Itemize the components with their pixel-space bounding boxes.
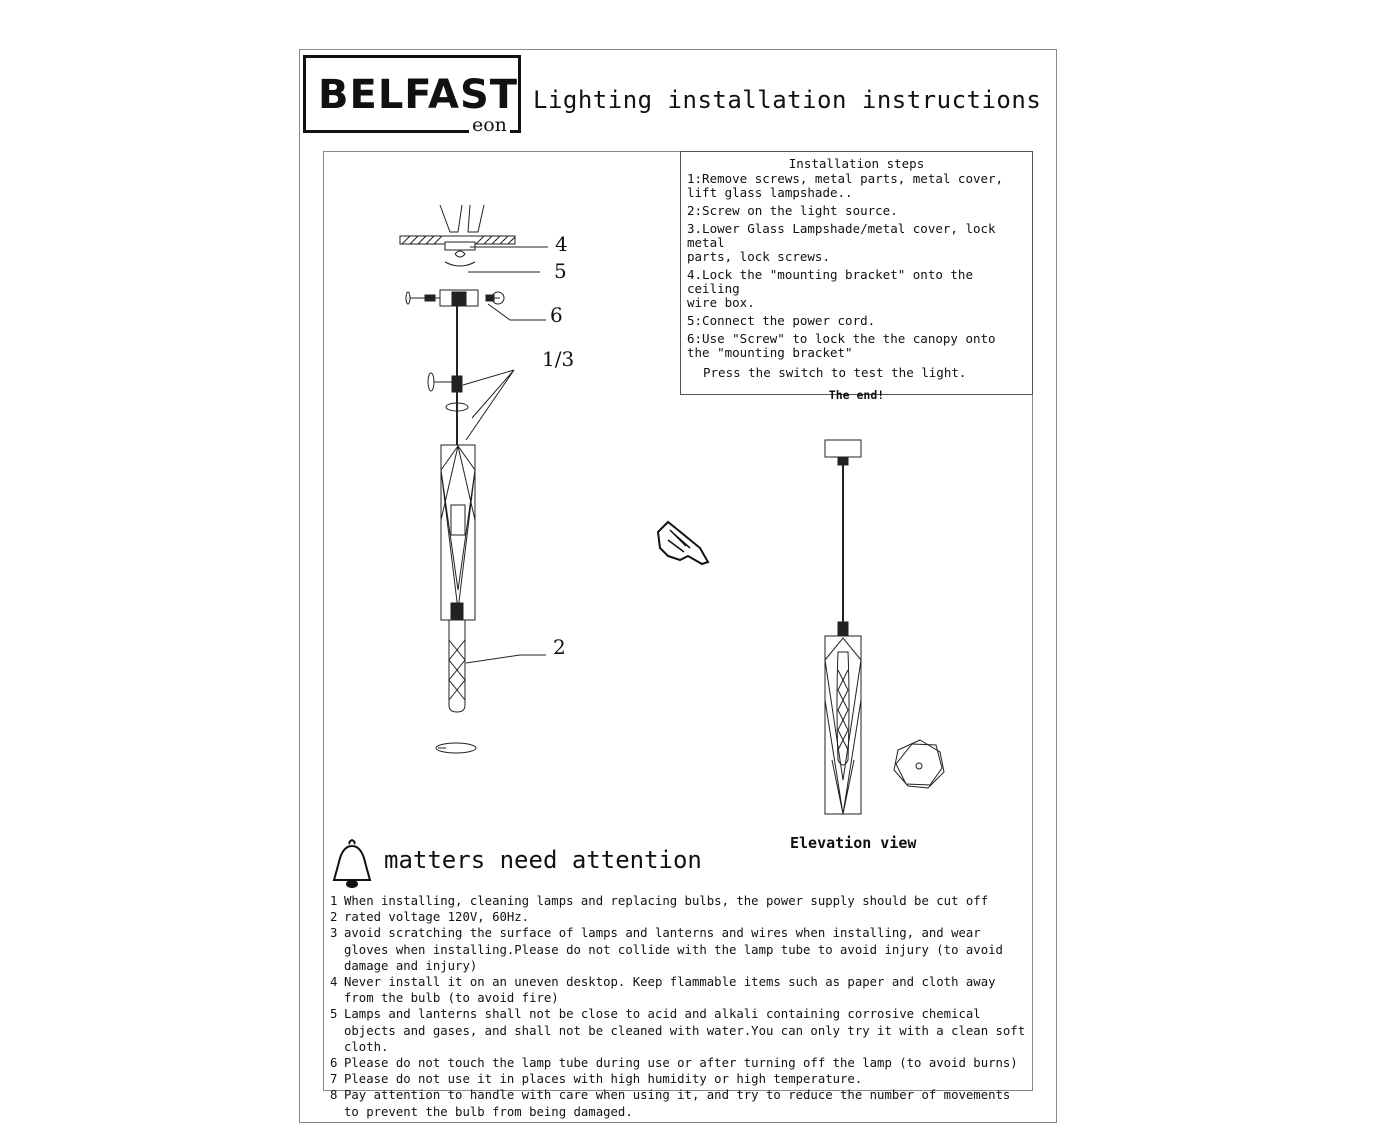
step-item: 1:Remove screws, metal parts, metal cove… <box>687 171 1004 200</box>
note-text: Lamps and lanterns shall not be close to… <box>344 1007 1026 1054</box>
list-item: 1 When installing, cleaning lamps and rep… <box>330 893 1030 909</box>
note-text: Never install it on an uneven desktop. K… <box>344 975 996 1006</box>
note-text: avoid scratching the surface of lamps an… <box>344 926 1003 973</box>
document-title: Lighting installation instructions <box>533 86 1042 114</box>
note-number: 2 <box>330 910 338 925</box>
note-number: 3 <box>330 926 338 941</box>
steps-heading: Installation steps <box>788 156 925 171</box>
note-text: Please do not use it in places with high… <box>344 1072 863 1087</box>
list-item: 3 avoid scratching the surface of lamps a… <box>330 925 1030 974</box>
step-item: 6:Use "Screw" to lock the the canopy ont… <box>687 331 996 360</box>
note-text: Please do not touch the lamp tube during… <box>344 1056 1018 1071</box>
note-number: 8 <box>330 1088 338 1103</box>
note-text: rated voltage 120V, 60Hz. <box>344 910 530 925</box>
note-text: Pay attention to handle with care when u… <box>344 1088 1011 1119</box>
list-item: 2 rated voltage 120V, 60Hz. <box>330 909 1030 925</box>
document-sheet <box>299 49 1057 1123</box>
press-switch-text: Press the switch to test the light. <box>703 365 967 380</box>
note-number: 7 <box>330 1072 338 1087</box>
note-text: When installing, cleaning lamps and repl… <box>344 894 989 908</box>
list-item: 8 Pay attention to handle with care when … <box>330 1087 1030 1119</box>
attention-title: matters need attention <box>384 846 702 874</box>
content-frame <box>323 151 1033 1091</box>
note-number: 5 <box>330 1007 338 1022</box>
note-number: 4 <box>330 975 338 990</box>
logo-main-text: BELFAST <box>318 72 519 118</box>
attention-list: 1 When installing, cleaning lamps and rep… <box>330 893 1030 1120</box>
logo-sub-text: eon <box>469 114 510 136</box>
steps-end: The end! <box>828 388 885 402</box>
callout-2: 2 <box>553 635 566 659</box>
callout-4: 4 <box>555 232 568 256</box>
note-number: 6 <box>330 1056 338 1071</box>
list-item: 4 Never install it on an uneven desktop. … <box>330 974 1030 1006</box>
installation-steps-box: Installation steps 1:Remove screws, meta… <box>680 151 1033 402</box>
elevation-view-label: Elevation view <box>790 834 917 852</box>
step-item: 4.Lock the "mounting bracket" onto the c… <box>687 267 973 310</box>
callout-6: 6 <box>550 303 563 327</box>
step-item: 3.Lower Glass Lampshade/metal cover, loc… <box>687 221 996 264</box>
callout-5: 5 <box>554 259 567 283</box>
note-number: 1 <box>330 894 338 908</box>
callout-1-3: 1/3 <box>542 347 575 371</box>
list-item: 7 Please do not use it in places with hig… <box>330 1071 1030 1087</box>
list-item: 6 Please do not touch the lamp tube durin… <box>330 1055 1030 1071</box>
step-item: 5:Connect the power cord. <box>687 313 876 328</box>
brand-logo: BELFAST eon <box>303 55 521 136</box>
step-item: 2:Screw on the light source. <box>687 203 898 218</box>
list-item: 5 Lamps and lanterns shall not be close t… <box>330 1006 1030 1055</box>
